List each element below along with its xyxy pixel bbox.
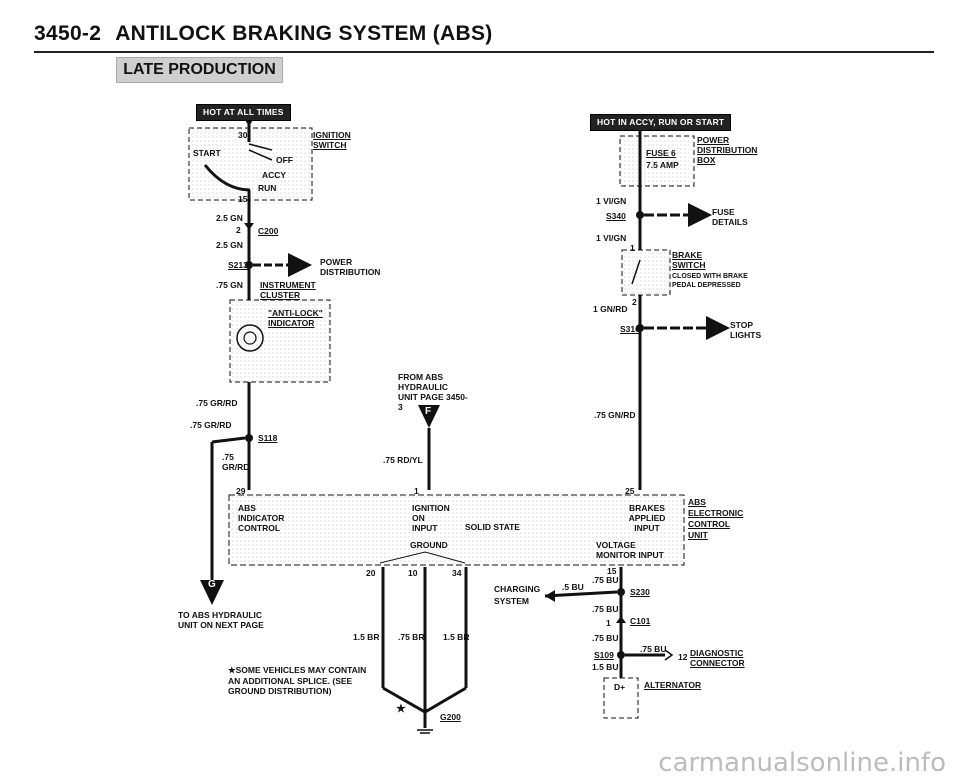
s230-label: S230 [630,587,650,597]
ign-accy: ACCY [262,170,287,180]
wire-gnrd-a: 1 GN/RD [593,304,628,314]
ign-pin-30: 30 [238,130,248,140]
brake-pin-2: 2 [632,297,637,307]
s109-label: S109 [594,650,614,660]
alternator-label: ALTERNATOR [644,680,702,690]
production-badge: LATE PRODUCTION [116,57,283,83]
fuse-amp-label: 7.5 AMP [646,160,679,170]
watermark: carmanualsonline.info [658,748,946,778]
ground-label: GROUND [410,540,448,550]
wire-grrd-c: .75 GR/RD [222,452,250,472]
ign-pin-15: 15 [238,194,248,204]
solid-state-label: SOLID STATE [465,522,520,532]
abs-indicator-control-label: ABS INDICATOR CONTROL [238,503,285,533]
top-rule [34,51,934,53]
c200-pin: 2 [236,225,241,235]
c200-label: C200 [258,226,279,236]
g200-label: G200 [440,712,461,722]
s316-label: S316 [620,324,640,334]
star-marker: ★ [396,703,406,715]
instrument-cluster-box [229,299,331,383]
c200-connector-icon [244,223,254,230]
pin-25: 25 [625,486,635,496]
abs-control-unit-box [228,494,685,566]
wire-75bu-top: .75 BU [592,575,619,585]
page-title: 3450-2 ANTILOCK BRAKING SYSTEM (ABS) [34,22,493,46]
hot-at-all-times-tag: HOT AT ALL TIMES [196,104,291,121]
power-distribution-box [619,135,695,187]
wire-2-5gn-a: 2.5 GN [216,213,243,223]
from-abs-hydraulic-label: FROM ABS HYDRAULIC UNIT PAGE 3450-3 [398,372,468,412]
pin-29: 29 [236,486,246,496]
stop-lights-label: STOP LIGHTS [730,320,762,340]
anti-lock-indicator-label: "ANTI-LOCK" INDICATOR [268,308,323,328]
diag-pin: 12 [678,652,688,662]
connector-g-label: G [208,579,216,590]
ign-off: OFF [276,155,293,165]
wire-15bu: 1.5 BU [592,662,619,672]
c101-label: C101 [630,616,651,626]
ignition-switch-label: IGNITION SWITCH [313,130,351,150]
pin-10: 10 [408,568,418,578]
brake-pin-1: 1 [630,243,635,253]
s213-label: S213 [228,260,248,270]
pin-1: 1 [414,486,419,496]
wire-75bu-diag: .75 BU [640,644,667,654]
instrument-cluster-label: INSTRUMENT CLUSTER [260,280,316,300]
pin-34: 34 [452,568,462,578]
wire-5bu: .5 BU [562,582,584,592]
fuse-details-label: FUSE DETAILS [712,207,748,227]
section-number: 3450-2 [34,22,102,45]
abs-ecu-label: ABS ELECTRONIC CONTROL UNIT [688,497,744,540]
wire-vign-b: 1 VI/GN [596,233,627,243]
wire-2-5gn-b: 2.5 GN [216,240,243,250]
wire-grrd-b: .75 GR/RD [190,420,232,430]
wire-75br: .75 BR [398,632,425,642]
ground-note: ★SOME VEHICLES MAY CONTAIN AN ADDITIONAL… [228,665,367,696]
ign-start: START [193,148,221,158]
s316-splice-icon [636,324,644,332]
wire-15br-left: 1.5 BR [353,632,380,642]
wire-15br-right: 1.5 BR [443,632,470,642]
power-distribution-box-label: POWER DISTRIBUTION BOX [697,135,758,165]
wire-grrd-a: .75 GR/RD [196,398,238,408]
wire-rdyl: .75 RD/YL [383,455,423,465]
pin-20: 20 [366,568,376,578]
to-abs-hydraulic-label: TO ABS HYDRAULIC UNIT ON NEXT PAGE [178,610,264,630]
brake-note-label: CLOSED WITH BRAKE PEDAL DEPRESSED [672,273,748,289]
diagnostic-connector-label: DIAGNOSTIC CONNECTOR [690,648,745,668]
s340-splice-icon [636,211,644,219]
brake-switch-box [621,249,671,296]
wire-75gn: .75 GN [216,280,243,290]
voltage-monitor-label: VOLTAGE MONITOR INPUT [596,540,664,560]
brakes-applied-label: BRAKES APPLIED INPUT [628,503,666,533]
charging-system-label: CHARGING SYSTEM [494,584,541,606]
c101-pin: 1 [606,618,611,628]
s109-splice-icon [617,651,625,659]
fuse-6-label: FUSE 6 [646,148,676,158]
hot-in-accy-tag: HOT IN ACCY, RUN OR START [590,114,732,131]
s118-label: S118 [258,433,278,443]
brake-switch-label: BRAKE SWITCH [672,250,706,270]
wire-75bu-2: .75 BU [592,604,619,614]
wire-75bu-3: .75 BU [592,633,619,643]
section-title: ANTILOCK BRAKING SYSTEM (ABS) [115,22,493,45]
connector-f-label: F [425,406,432,417]
ignition-on-input-label: IGNITION ON INPUT [412,503,450,533]
s230-splice-icon [617,588,625,596]
pin-15: 15 [607,566,617,576]
alternator-pin: D+ [614,682,626,692]
indicator-lamp-icon [236,324,264,352]
ign-run: RUN [258,183,277,193]
wire-vign-a: 1 VI/GN [596,196,627,206]
c101-connector-icon [616,616,626,623]
wire-gnrd-b: .75 GN/RD [594,410,636,420]
power-distribution-label: POWER DISTRIBUTION [320,257,381,277]
alternator-box [603,677,639,719]
s340-label: S340 [606,211,626,221]
